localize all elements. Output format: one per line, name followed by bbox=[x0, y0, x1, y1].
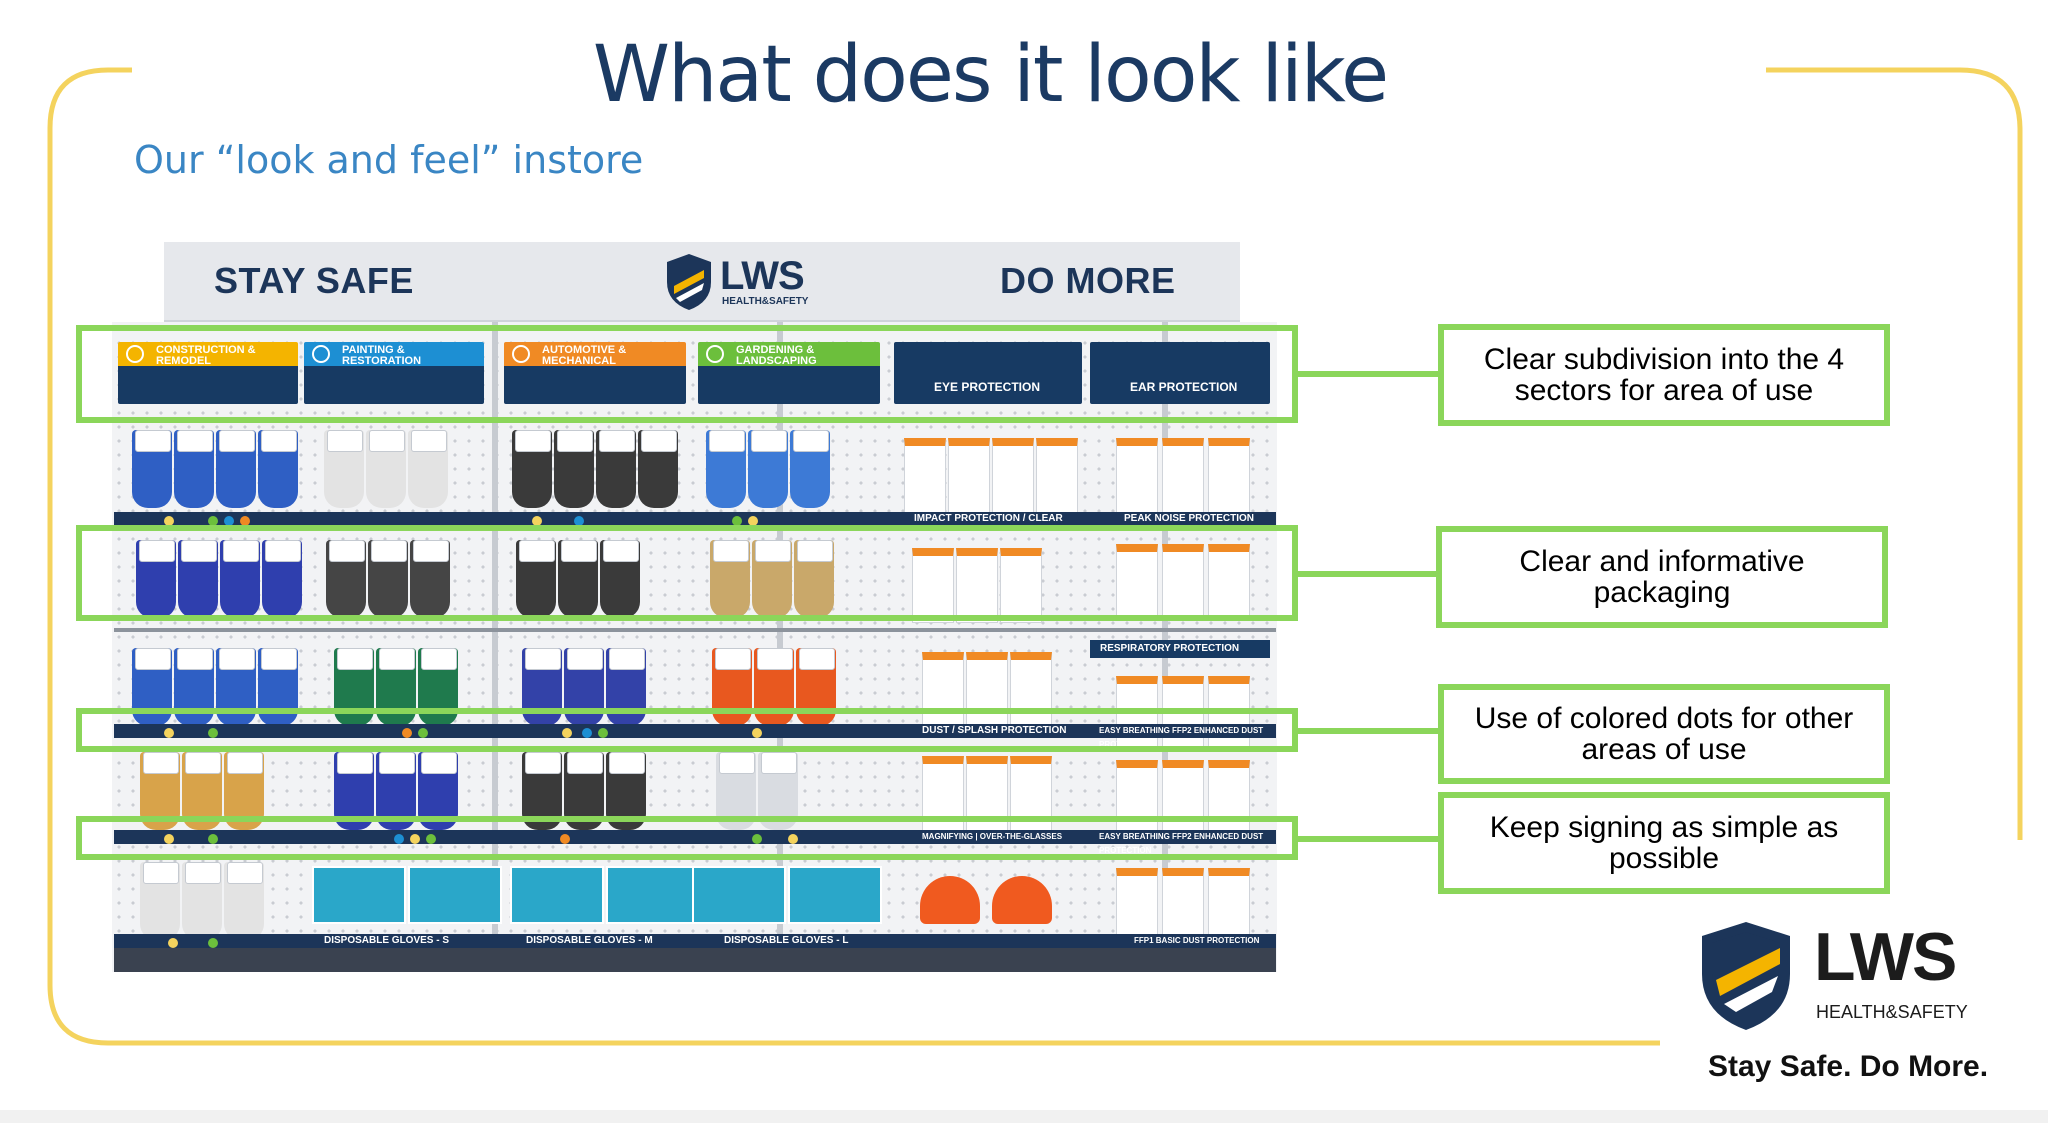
colored-dot bbox=[164, 516, 174, 526]
callout-signing: Keep signing as simple as possible bbox=[1438, 792, 1890, 894]
colored-dot bbox=[418, 728, 428, 738]
upright bbox=[777, 322, 783, 972]
shelf-4: MAGNIFYING | OVER-THE-GLASSES EASY BREAT… bbox=[114, 830, 1276, 855]
colored-dot bbox=[582, 728, 592, 738]
shelf-1: IMPACT PROTECTION / CLEAR PEAK NOISE PRO… bbox=[114, 512, 1276, 526]
page-title: What does it look like bbox=[592, 30, 1389, 120]
colored-dot bbox=[208, 938, 218, 948]
upright bbox=[492, 322, 498, 972]
colored-dot bbox=[168, 938, 178, 948]
connector-line bbox=[1298, 371, 1442, 377]
header-logo: LWS HEALTH&SAFETY bbox=[664, 252, 834, 314]
colored-dot bbox=[532, 516, 542, 526]
callout-subdivision: Clear subdivision into the 4 sectors for… bbox=[1438, 324, 1890, 426]
colored-dot bbox=[752, 834, 762, 844]
colored-dot bbox=[208, 728, 218, 738]
brand-logo: LWS HEALTH&SAFETY bbox=[1696, 918, 2006, 1036]
highlight-colored-dots bbox=[76, 708, 1298, 752]
brand-logo-text: LWS bbox=[1814, 919, 1957, 995]
sector-sign-painting: PAINTING & RESTORATION bbox=[304, 342, 484, 404]
connector-line bbox=[1298, 571, 1438, 577]
sector-sign-construction: CONSTRUCTION & REMODEL bbox=[118, 342, 298, 404]
colored-dot bbox=[562, 728, 572, 738]
brand-tagline: Stay Safe. Do More. bbox=[1708, 1050, 1989, 1083]
callout-packaging: Clear and informative packaging bbox=[1436, 526, 1888, 628]
highlight-packaging bbox=[76, 525, 1298, 621]
brand-logo-sub: HEALTH&SAFETY bbox=[1816, 1002, 1968, 1022]
colored-dot bbox=[164, 834, 174, 844]
colored-dot bbox=[410, 834, 420, 844]
colored-dot bbox=[732, 516, 742, 526]
respiratory-sign: RESPIRATORY PROTECTION bbox=[1090, 640, 1270, 658]
highlight-signing bbox=[76, 816, 1298, 860]
sector-sign-eye-protection: EYE PROTECTION bbox=[894, 342, 1082, 404]
colored-dot bbox=[574, 516, 584, 526]
connector-line bbox=[1298, 836, 1442, 842]
bottom-strip bbox=[0, 1110, 2048, 1123]
sector-sign-automotive: AUTOMOTIVE & MECHANICAL bbox=[504, 342, 686, 404]
colored-dot bbox=[402, 728, 412, 738]
helmet-icon bbox=[992, 876, 1052, 924]
header-do-more: DO MORE bbox=[1000, 260, 1176, 301]
shield-icon bbox=[1702, 922, 1790, 1030]
header-stay-safe: STAY SAFE bbox=[214, 260, 414, 301]
header-logo-text: LWS bbox=[720, 254, 805, 298]
header-logo-sub: HEALTH&SAFETY bbox=[722, 296, 809, 307]
colored-dot bbox=[788, 834, 798, 844]
colored-dot bbox=[164, 728, 174, 738]
colored-dot bbox=[560, 834, 570, 844]
colored-dot bbox=[208, 516, 218, 526]
colored-dot bbox=[224, 516, 234, 526]
shelf-5: DISPOSABLE GLOVES - S DISPOSABLE GLOVES … bbox=[114, 934, 1276, 948]
page-subtitle: Our “look and feel” instore bbox=[134, 138, 644, 182]
display-base bbox=[114, 948, 1276, 972]
connector-line bbox=[1298, 728, 1442, 734]
colored-dot bbox=[394, 834, 404, 844]
colored-dot bbox=[752, 728, 762, 738]
highlight-sector-signs bbox=[76, 325, 1298, 423]
callout-colored-dots: Use of colored dots for other areas of u… bbox=[1438, 684, 1890, 784]
colored-dot bbox=[748, 516, 758, 526]
helmet-icon bbox=[920, 876, 980, 924]
colored-dot bbox=[426, 834, 436, 844]
colored-dot bbox=[208, 834, 218, 844]
pegboard-wall bbox=[112, 322, 1277, 972]
shelf-2 bbox=[114, 628, 1276, 632]
shield-icon bbox=[667, 254, 711, 310]
colored-dot bbox=[598, 728, 608, 738]
sector-sign-gardening: GARDENING & LANDSCAPING bbox=[698, 342, 880, 404]
display-header-board: STAY SAFE LWS HEALTH&SAFETY DO MORE bbox=[164, 242, 1240, 322]
sector-sign-ear-protection: EAR PROTECTION bbox=[1090, 342, 1270, 404]
colored-dot bbox=[240, 516, 250, 526]
